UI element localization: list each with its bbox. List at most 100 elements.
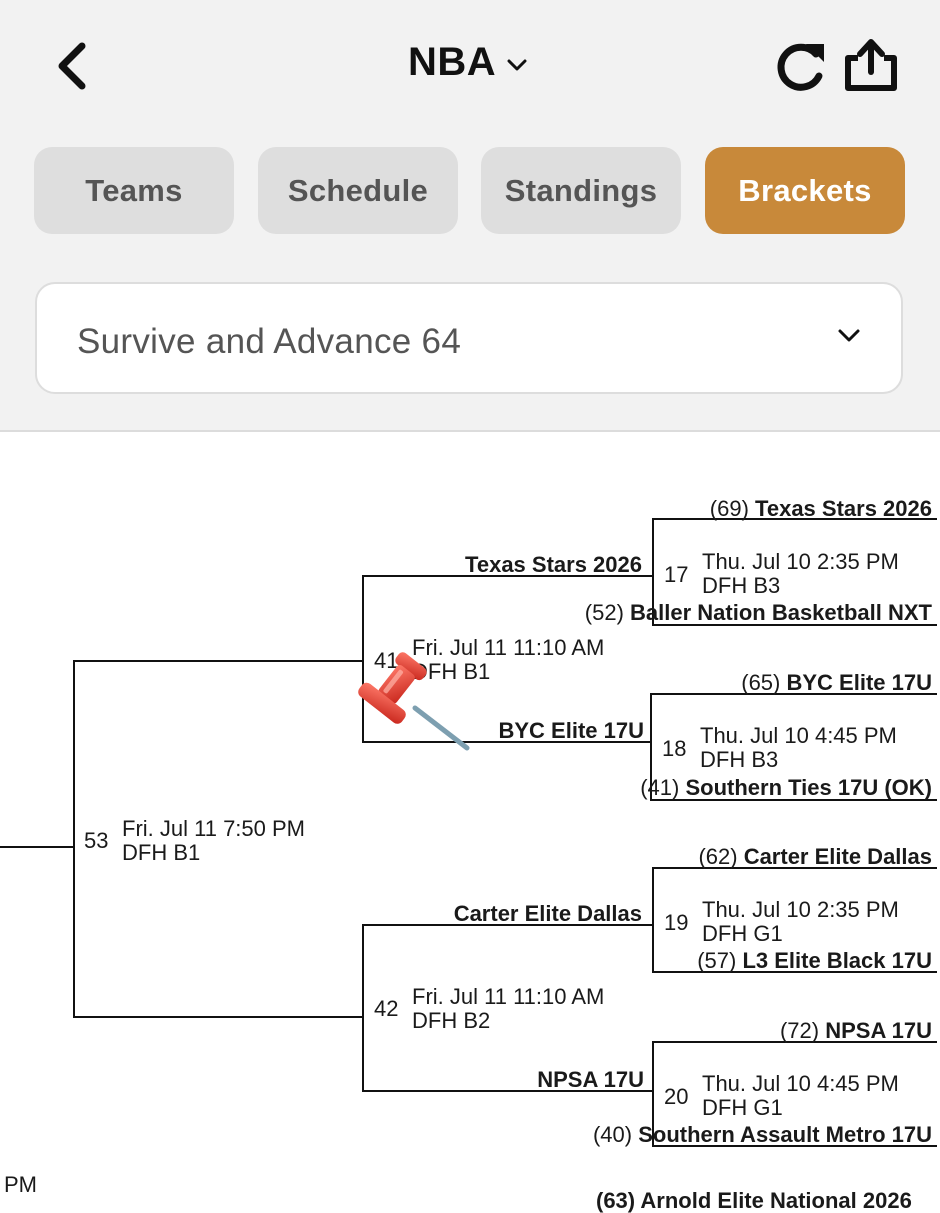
bracket-line <box>652 1041 937 1043</box>
tab-teams[interactable]: Teams <box>34 147 234 234</box>
game-info[interactable]: Thu. Jul 10 4:45 PM DFH G1 <box>702 1072 899 1120</box>
bracket-line <box>73 660 75 1018</box>
team-slot[interactable]: (57) L3 Elite Black 17U <box>697 950 932 972</box>
game-number: 53 <box>84 828 109 853</box>
game-number: 42 <box>374 996 399 1021</box>
bracket-line <box>362 575 364 743</box>
team-slot[interactable]: (72) NPSA 17U <box>780 1020 932 1042</box>
game-number: 19 <box>664 910 689 935</box>
game-number: 18 <box>662 736 687 761</box>
bracket-view[interactable]: (69) Texas Stars 2026 17 Thu. Jul 10 2:3… <box>0 432 940 1212</box>
header-bar: NBA Teams Schedule Standings Brackets Su… <box>0 0 940 432</box>
bracket-select-value: Survive and Advance 64 <box>77 322 462 361</box>
bracket-line <box>652 518 654 626</box>
game-court: DFH B3 <box>700 747 779 772</box>
bracket-line <box>362 924 652 926</box>
bracket-line <box>652 867 654 973</box>
team-name: Southern Assault Metro 17U <box>638 1122 932 1147</box>
bracket-line <box>362 741 650 743</box>
bracket-line <box>652 518 937 520</box>
game-date: Thu. Jul 10 4:45 PM <box>700 723 897 748</box>
pushpin-icon <box>358 652 470 751</box>
team-name: Texas Stars 2026 <box>755 496 932 521</box>
team-seed: (65) <box>741 670 781 695</box>
team-slot[interactable]: (62) Carter Elite Dallas <box>698 846 932 868</box>
chevron-down-icon <box>838 329 860 342</box>
game-court: DFH B1 <box>122 840 201 865</box>
league-selector[interactable]: NBA <box>408 40 528 85</box>
bracket-line <box>652 1041 654 1147</box>
game-number: 17 <box>664 562 689 587</box>
team-slot[interactable]: (69) Texas Stars 2026 <box>710 498 932 520</box>
share-button[interactable] <box>842 36 900 94</box>
bracket-line <box>650 693 652 801</box>
game-info[interactable]: Fri. Jul 11 11:10 AM DFH B1 <box>412 636 604 684</box>
team-slot[interactable]: NPSA 17U <box>537 1069 644 1091</box>
team-name: BYC Elite 17U <box>786 670 933 695</box>
bracket-line <box>652 624 937 626</box>
team-name: BYC Elite 17U <box>498 718 645 743</box>
team-seed: (69) <box>709 496 749 521</box>
team-seed: (41) <box>640 775 680 800</box>
team-name: L3 Elite Black 17U <box>742 948 932 973</box>
chevron-down-icon <box>507 59 527 70</box>
bracket-line <box>652 867 937 869</box>
bracket-line <box>362 575 652 577</box>
team-name: Texas Stars 2026 <box>465 552 642 577</box>
team-slot: (63) Arnold Elite National 2026 <box>596 1188 912 1213</box>
team-name: Southern Ties 17U (OK) <box>685 775 932 800</box>
back-button[interactable] <box>48 38 98 94</box>
game-info[interactable]: Fri. Jul 11 11:10 AM DFH B2 <box>412 985 604 1033</box>
team-slot[interactable]: BYC Elite 17U <box>499 720 645 742</box>
team-seed: (52) <box>584 600 624 625</box>
game-date: Thu. Jul 10 2:35 PM <box>702 897 899 922</box>
game-court: DFH B3 <box>702 573 781 598</box>
game-info[interactable]: Thu. Jul 10 4:45 PM DFH B3 <box>700 724 897 772</box>
cutoff-text: PM <box>4 1172 37 1197</box>
team-name: Baller Nation Basketball NXT <box>630 600 932 625</box>
game-number: 20 <box>664 1084 689 1109</box>
tab-standings[interactable]: Standings <box>481 147 681 234</box>
game-date: Fri. Jul 11 7:50 PM <box>122 816 305 841</box>
bracket-line <box>650 693 937 695</box>
team-slot[interactable]: Texas Stars 2026 <box>465 554 642 576</box>
game-date: Thu. Jul 10 4:45 PM <box>702 1071 899 1096</box>
tab-brackets[interactable]: Brackets <box>705 147 905 234</box>
game-court: DFH G1 <box>702 1095 783 1120</box>
team-name: NPSA 17U <box>537 1067 644 1092</box>
share-icon <box>845 39 897 91</box>
bracket-line <box>73 660 362 662</box>
team-seed: (62) <box>698 844 738 869</box>
tab-schedule[interactable]: Schedule <box>258 147 458 234</box>
bracket-line <box>652 1145 937 1147</box>
team-slot[interactable]: (40) Southern Assault Metro 17U <box>593 1124 932 1146</box>
game-date: Fri. Jul 11 11:10 AM <box>412 635 605 660</box>
team-seed: (40) <box>592 1122 633 1147</box>
team-slot[interactable]: (52) Baller Nation Basketball NXT <box>585 602 932 624</box>
game-info[interactable]: Thu. Jul 10 2:35 PM DFH G1 <box>702 898 899 946</box>
game-date: Thu. Jul 10 2:35 PM <box>702 549 899 574</box>
team-seed: (72) <box>779 1018 820 1043</box>
game-court: DFH G1 <box>702 921 783 946</box>
bracket-line <box>362 924 364 1092</box>
team-slot[interactable]: Carter Elite Dallas <box>454 903 642 925</box>
game-date: Fri. Jul 11 11:10 AM <box>412 984 605 1009</box>
bracket-line <box>362 1090 652 1092</box>
team-slot[interactable]: (41) Southern Ties 17U (OK) <box>640 777 932 799</box>
refresh-button[interactable] <box>772 38 830 96</box>
bracket-line <box>73 1016 362 1018</box>
game-court: DFH B2 <box>412 1008 491 1033</box>
bracket-line <box>650 799 937 801</box>
bracket-line <box>652 971 937 973</box>
game-number: 41 <box>374 648 399 673</box>
bracket-line <box>0 846 73 848</box>
game-info[interactable]: Thu. Jul 10 2:35 PM DFH B3 <box>702 550 899 598</box>
team-seed: (57) <box>697 948 737 973</box>
league-title: NBA <box>408 40 497 84</box>
team-slot[interactable]: (65) BYC Elite 17U <box>741 672 932 694</box>
chevron-left-icon <box>58 42 86 90</box>
bracket-select[interactable]: Survive and Advance 64 <box>35 282 903 394</box>
team-name: Carter Elite Dallas <box>743 844 932 869</box>
game-info[interactable]: Fri. Jul 11 7:50 PM DFH B1 <box>122 817 305 865</box>
team-name: Carter Elite Dallas <box>453 901 642 926</box>
